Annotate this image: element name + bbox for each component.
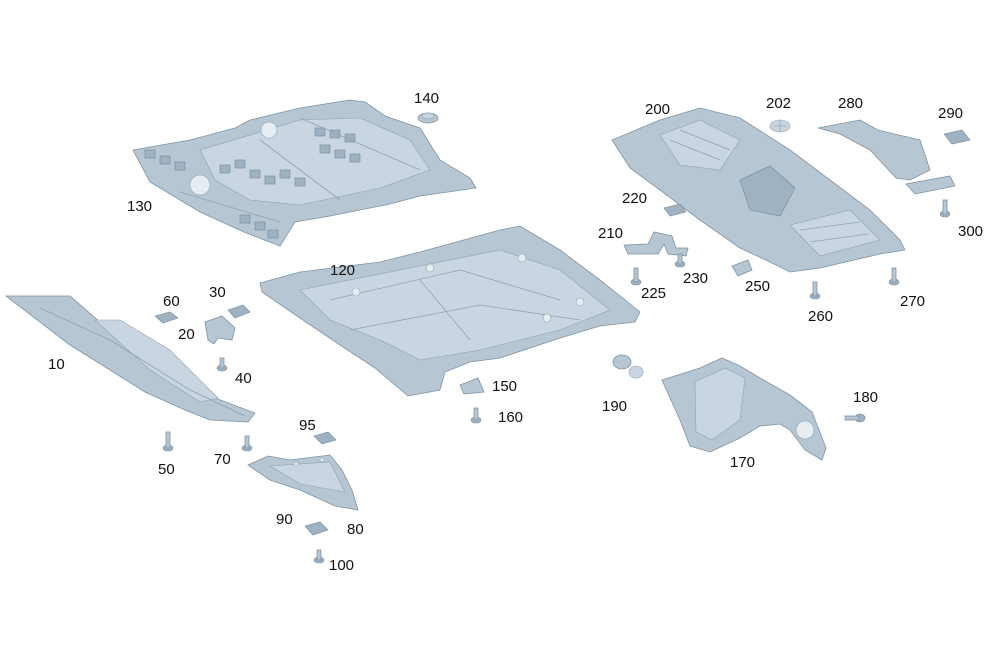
callout-202: 202: [766, 95, 791, 112]
part-180-screw: [844, 413, 866, 423]
part-280-bracket: [817, 119, 956, 195]
part-260-bolt: [809, 281, 821, 300]
callout-270: 270: [900, 293, 925, 310]
part-60-clip: [154, 311, 179, 324]
callout-260: 260: [808, 308, 833, 325]
callout-40: 40: [235, 370, 252, 387]
callout-180: 180: [853, 389, 878, 406]
callout-190: 190: [602, 398, 627, 415]
callout-140: 140: [414, 90, 439, 107]
part-220-clip: [663, 203, 687, 217]
part-202-clip: [769, 119, 791, 133]
part-190-plug: [612, 354, 644, 379]
callout-130: 130: [127, 198, 152, 215]
part-230-bolt: [674, 253, 686, 268]
part-20-bracket: [204, 315, 236, 345]
part-270-bolt: [888, 267, 900, 286]
part-30-clip: [227, 304, 251, 319]
part-130-panel: [132, 99, 477, 247]
callout-120: 120: [330, 262, 355, 279]
part-80-clip: [304, 521, 329, 536]
part-150-clip: [459, 377, 485, 395]
callout-100: 100: [329, 557, 354, 574]
part-120-panel: [259, 225, 641, 397]
part-250-clip: [731, 259, 753, 277]
callout-150: 150: [492, 378, 517, 395]
callout-60: 60: [163, 293, 180, 310]
part-140-grommet: [417, 112, 439, 124]
callout-250: 250: [745, 278, 770, 295]
part-90-shield: [247, 454, 359, 511]
part-40-bolt: [216, 357, 228, 372]
callout-280: 280: [838, 95, 863, 112]
callout-170: 170: [730, 454, 755, 471]
part-10-rail: [4, 295, 256, 423]
callout-290: 290: [938, 105, 963, 122]
part-100-bolt: [313, 549, 325, 564]
callout-30: 30: [209, 284, 226, 301]
callout-80: 80: [347, 521, 364, 538]
part-290-clip: [943, 129, 971, 145]
part-70-bolt: [241, 435, 253, 452]
callout-90: 90: [276, 511, 293, 528]
callout-225: 225: [641, 285, 666, 302]
part-170-liner: [661, 357, 827, 461]
callout-300: 300: [958, 223, 983, 240]
callout-10: 10: [48, 356, 65, 373]
part-300-bolt: [939, 199, 951, 218]
callout-210: 210: [598, 225, 623, 242]
part-225-bolt: [630, 267, 642, 286]
callout-220: 220: [622, 190, 647, 207]
part-200-panel: [611, 107, 906, 273]
part-50-bolt: [162, 431, 174, 452]
part-210-bracket: [623, 231, 689, 257]
callout-95: 95: [299, 417, 316, 434]
callout-50: 50: [158, 461, 175, 478]
part-160-bolt: [470, 407, 482, 424]
callout-70: 70: [214, 451, 231, 468]
callout-160: 160: [498, 409, 523, 426]
callout-230: 230: [683, 270, 708, 287]
callout-200: 200: [645, 101, 670, 118]
part-95-clip: [313, 431, 337, 445]
callout-20: 20: [178, 326, 195, 343]
